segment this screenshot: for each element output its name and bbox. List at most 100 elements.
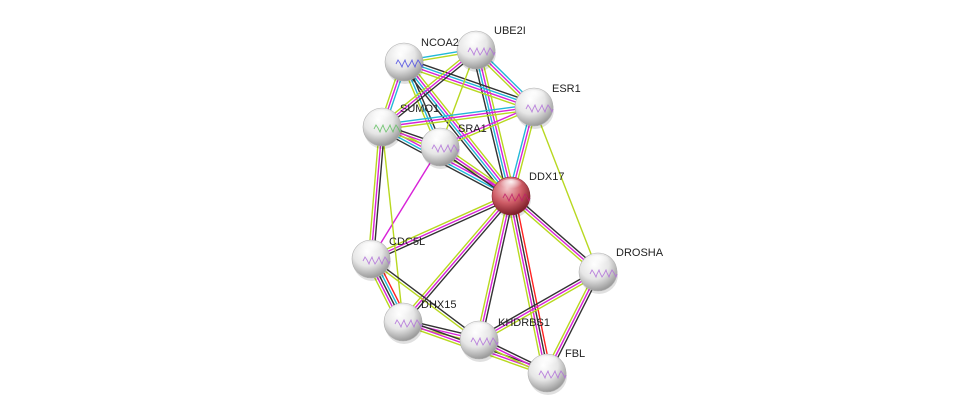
edge-evidence-textmining [506, 196, 544, 374]
node-label: DHX15 [421, 299, 456, 311]
node-fbl[interactable]: FBL [527, 348, 585, 395]
protein-structure-icon [538, 369, 567, 380]
node-dhx15[interactable]: DHX15 [383, 299, 456, 344]
node-label: DROSHA [616, 247, 664, 259]
node-label: KHDRBS1 [498, 317, 550, 329]
edge-evidence-coexpression [477, 269, 598, 339]
edge-evidence-textmining [400, 193, 510, 321]
edge-evidence-textmining [479, 48, 516, 196]
protein-structure-icon [589, 268, 618, 279]
edge-evidence-textmining [381, 126, 404, 323]
node-highlight [535, 356, 559, 370]
node-sumo1[interactable]: SUMO1 [362, 103, 439, 149]
edge-evidence-textmining [369, 192, 511, 258]
edge-evidence-database [404, 60, 535, 107]
node-label: ESR1 [552, 83, 581, 95]
edge-evidence-coexpression [400, 63, 509, 199]
edge-evidence-textmining [379, 47, 475, 126]
node-highlight [392, 45, 416, 59]
node-label: DDX17 [529, 171, 564, 183]
node-label: CDC5L [389, 236, 425, 248]
edge-sra1-cdc5l[interactable] [370, 146, 441, 260]
protein-structure-icon [431, 143, 460, 154]
protein-structure-icon [525, 103, 554, 114]
edge-cdc5l-khdrbs1[interactable] [369, 257, 481, 342]
edge-evidence-database [381, 103, 534, 126]
edge-evidence-gene-fusion [514, 195, 552, 373]
edge-ddx17-khdrbs1[interactable] [475, 195, 515, 341]
node-ncoa2[interactable]: NCOA2 [384, 37, 459, 84]
edge-evidence-coexpression [404, 197, 514, 325]
edge-evidence-coexpression [383, 51, 479, 130]
edge-evidence-coexpression [405, 57, 536, 104]
edge-evidence-experimental [370, 195, 512, 260]
edge-evidence-textmining [382, 108, 535, 131]
edge-evidence-experimental [402, 195, 512, 323]
node-ube2i[interactable]: UBE2I [456, 25, 526, 72]
edge-evidence-textmining [533, 106, 599, 273]
edge-evidence-experimental [370, 126, 383, 260]
edge-evidence-experimental [404, 60, 513, 196]
node-label: SUMO1 [400, 103, 439, 115]
node-cdc5l[interactable]: CDC5L [351, 236, 425, 281]
node-label: FBL [565, 348, 585, 360]
edge-evidence-experimental [381, 49, 477, 128]
edge-evidence-experimental [509, 196, 547, 374]
protein-structure-icon [395, 58, 424, 69]
edge-evidence-experimental [478, 195, 512, 341]
node-highlight [522, 90, 546, 104]
edge-sumo1-dhx15[interactable] [381, 126, 404, 323]
node-label: SRA1 [458, 123, 487, 135]
edge-esr1-drosha[interactable] [533, 106, 599, 273]
edge-ddx17-dhx15[interactable] [400, 193, 514, 325]
protein-structure-icon [502, 192, 531, 203]
node-highlight [586, 255, 610, 269]
edge-ddx17-cdc5l[interactable] [369, 192, 513, 263]
node-highlight [464, 33, 488, 47]
node-highlight [391, 305, 415, 319]
edge-evidence-coexpression [512, 193, 601, 271]
node-sra1[interactable]: SRA1 [420, 123, 487, 169]
node-esr1[interactable]: ESR1 [514, 83, 581, 129]
node-highlight [370, 110, 394, 124]
edge-evidence-textmining [406, 59, 515, 195]
node-highlight [467, 323, 491, 337]
edge-evidence-coexpression [480, 196, 515, 341]
node-highlight [359, 242, 383, 256]
edge-evidence-textmining [475, 195, 510, 340]
node-highlight [428, 130, 452, 144]
edge-sumo1-esr1[interactable] [381, 103, 535, 131]
protein-structure-icon [470, 336, 499, 347]
node-ddx17[interactable]: DDX17 [491, 171, 564, 218]
edge-evidence-coexpression [511, 195, 549, 373]
node-drosha[interactable]: DROSHA [578, 247, 664, 294]
edge-evidence-coexpression [371, 257, 481, 340]
edge-evidence-database [402, 62, 511, 198]
edge-ddx17-ncoa2[interactable] [400, 59, 515, 199]
edge-evidence-textmining [508, 197, 597, 275]
edge-evidence-textmining [402, 65, 533, 112]
edge-evidence-textmining [369, 259, 479, 342]
edge-ncoa2-esr1[interactable] [402, 57, 536, 112]
protein-structure-icon [373, 123, 402, 134]
edge-khdrbs1-drosha[interactable] [477, 269, 600, 343]
edge-sumo1-cdc5l[interactable] [367, 126, 386, 260]
edge-ube2i-sumo1[interactable] [379, 47, 479, 130]
edge-evidence-experimental [381, 106, 535, 128]
node-highlight [499, 179, 523, 193]
edge-evidence-coexpression [372, 127, 386, 260]
edge-evidence-experimental [478, 271, 599, 341]
edge-evidence-textmining [479, 273, 600, 343]
protein-structure-icon [467, 46, 496, 57]
protein-structure-icon [394, 318, 423, 329]
node-label: UBE2I [494, 25, 526, 37]
edge-evidence-textmining [367, 126, 381, 259]
node-label: NCOA2 [421, 37, 459, 49]
protein-structure-icon [362, 255, 391, 266]
node-khdrbs1[interactable]: KHDRBS1 [459, 317, 550, 362]
edge-ddx17-fbl[interactable] [506, 195, 552, 374]
edge-evidence-experimental [403, 62, 534, 109]
edge-evidence-experimental [370, 146, 441, 260]
